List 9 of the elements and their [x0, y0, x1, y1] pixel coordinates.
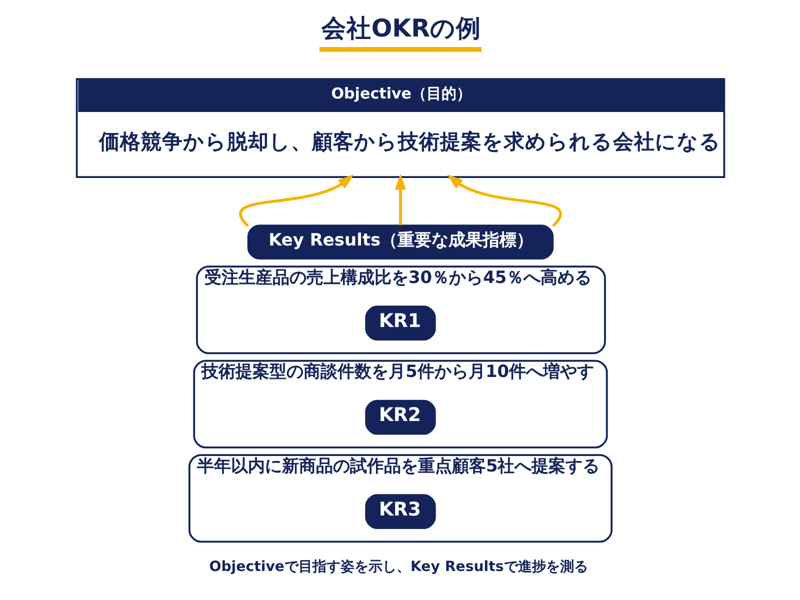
arrow — [394, 174, 406, 226]
node-box: KR3 — [364, 494, 436, 529]
node-box: Key Results（重要な成果指標） — [246, 224, 554, 260]
caption: Objectiveで目指す姿を示し、Key Resultsで進捗を測る — [208, 558, 588, 575]
arrow — [238, 174, 354, 227]
node-box: KR1 — [364, 306, 436, 341]
diagram-title: 会社OKRの例 — [320, 13, 481, 42]
node-box: KR2 — [364, 400, 436, 435]
arrow — [446, 174, 562, 227]
